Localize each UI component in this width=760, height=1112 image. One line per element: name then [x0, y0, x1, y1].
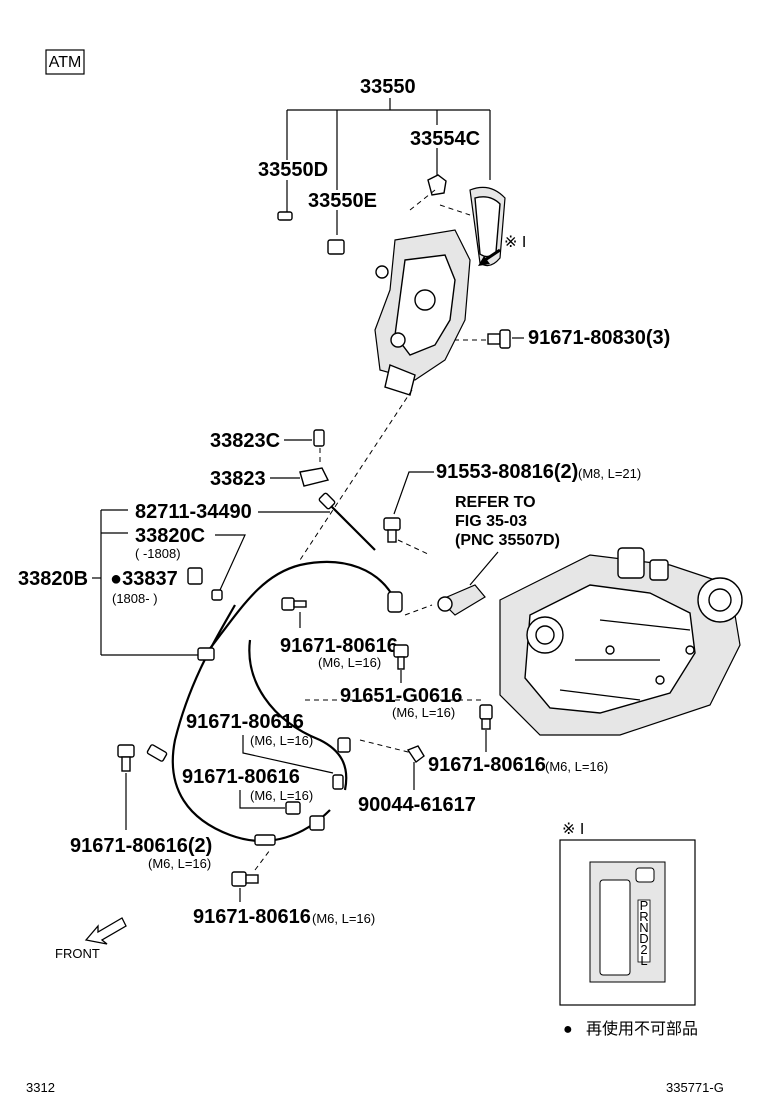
part-33820C-nut	[211, 589, 223, 601]
label-91671-80830: 91671-80830(3)	[528, 327, 670, 349]
bolt-b1-part	[281, 597, 307, 611]
legend-text: 再使用不可部品	[586, 1020, 698, 1038]
gate-letter-r: R	[639, 909, 648, 924]
bracket-33823-part	[299, 467, 330, 487]
bolt-33823C-part	[313, 429, 325, 447]
clip-33554C-part	[427, 174, 447, 196]
label-33823: 33823	[210, 468, 266, 490]
label-33550D: 33550D	[258, 159, 328, 181]
label-33823C: 33823C	[210, 430, 280, 452]
spec-b8: (M6, L=16)	[312, 911, 375, 926]
range-before-1808: ( -1808)	[135, 546, 181, 561]
atm-badge-text: ATM	[49, 54, 82, 71]
label-33550E: 33550E	[308, 190, 377, 212]
label-33837: ●33837	[110, 568, 178, 590]
bolt-b3-part	[479, 704, 493, 730]
shift-gate-inset: P R N D 2 L	[559, 839, 696, 1006]
clip-33550D-part	[277, 211, 293, 221]
callout-arrow: ※ I	[478, 234, 526, 266]
footer-right: 335771-G	[666, 1080, 724, 1095]
bolt-91671-80830-part	[487, 329, 511, 349]
legend-bullet: ●	[563, 1021, 573, 1038]
footer-left: 3312	[26, 1080, 55, 1095]
range-after-1808: (1808- )	[112, 591, 158, 606]
refer-line-1: REFER TO	[455, 494, 536, 511]
spec-b5: (M6, L=16)	[250, 788, 313, 803]
pin-33550E-part	[327, 239, 345, 255]
label-b6: 90044-61617	[358, 794, 476, 816]
gate-letter-n: N	[639, 920, 648, 935]
label-33820B: 33820B	[18, 568, 88, 590]
label-b1: 91671-80616	[280, 635, 398, 657]
bolt-b2-part	[393, 644, 409, 670]
assembly-bracket	[286, 98, 491, 235]
inset-marker: ※ I	[562, 821, 584, 838]
label-33554C: 33554C	[410, 128, 480, 150]
label-91553-80816: 91553-80816(2)	[436, 461, 578, 483]
shift-lever-assembly	[374, 186, 506, 396]
bolt-b7-part	[117, 744, 168, 772]
label-b3: 91671-80616	[428, 754, 546, 776]
front-label: FRONT	[55, 946, 100, 961]
transmission-unit	[499, 547, 743, 736]
gate-letter-p: P	[640, 898, 649, 913]
clip-b6-part	[406, 745, 425, 764]
bolt-b8-part	[231, 871, 259, 887]
label-33820C: 33820C	[135, 525, 205, 547]
label-b7: 91671-80616(2)	[70, 835, 212, 857]
spec-b3: (M6, L=16)	[545, 759, 608, 774]
label-b2: 91651-G0616	[340, 685, 462, 707]
label-82711-34490: 82711-34490	[135, 501, 252, 523]
refer-line-2: FIG 35-03	[455, 513, 527, 530]
shift-control-cable	[171, 560, 403, 846]
spec-91553-80816: (M8, L=21)	[578, 466, 641, 481]
label-33550: 33550	[360, 76, 416, 98]
bolt-b5-part	[285, 801, 301, 815]
gate-letter-d: D	[639, 931, 648, 946]
cable-group-bracket	[92, 509, 200, 656]
spec-b2: (M6, L=16)	[392, 705, 455, 720]
spec-b1: (M6, L=16)	[318, 655, 381, 670]
callout-marker: ※ I	[504, 234, 526, 251]
label-b4: 91671-80616	[186, 711, 304, 733]
part-33837-clip	[187, 567, 203, 585]
label-b5: 91671-80616	[182, 766, 300, 788]
refer-line-3: (PNC 35507D)	[455, 532, 560, 549]
atm-badge: ATM	[45, 49, 85, 75]
gate-letter-2: 2	[640, 942, 647, 957]
front-arrow-icon	[84, 917, 127, 945]
gate-letter-l: L	[640, 953, 647, 968]
shift-linkage-arm	[437, 584, 486, 616]
spec-b7: (M6, L=16)	[148, 856, 211, 871]
spec-b4: (M6, L=16)	[250, 733, 313, 748]
label-b8: 91671-80616	[193, 906, 311, 928]
bolt-91553-80816-part	[383, 517, 401, 543]
bolt-b4-part	[332, 774, 344, 790]
